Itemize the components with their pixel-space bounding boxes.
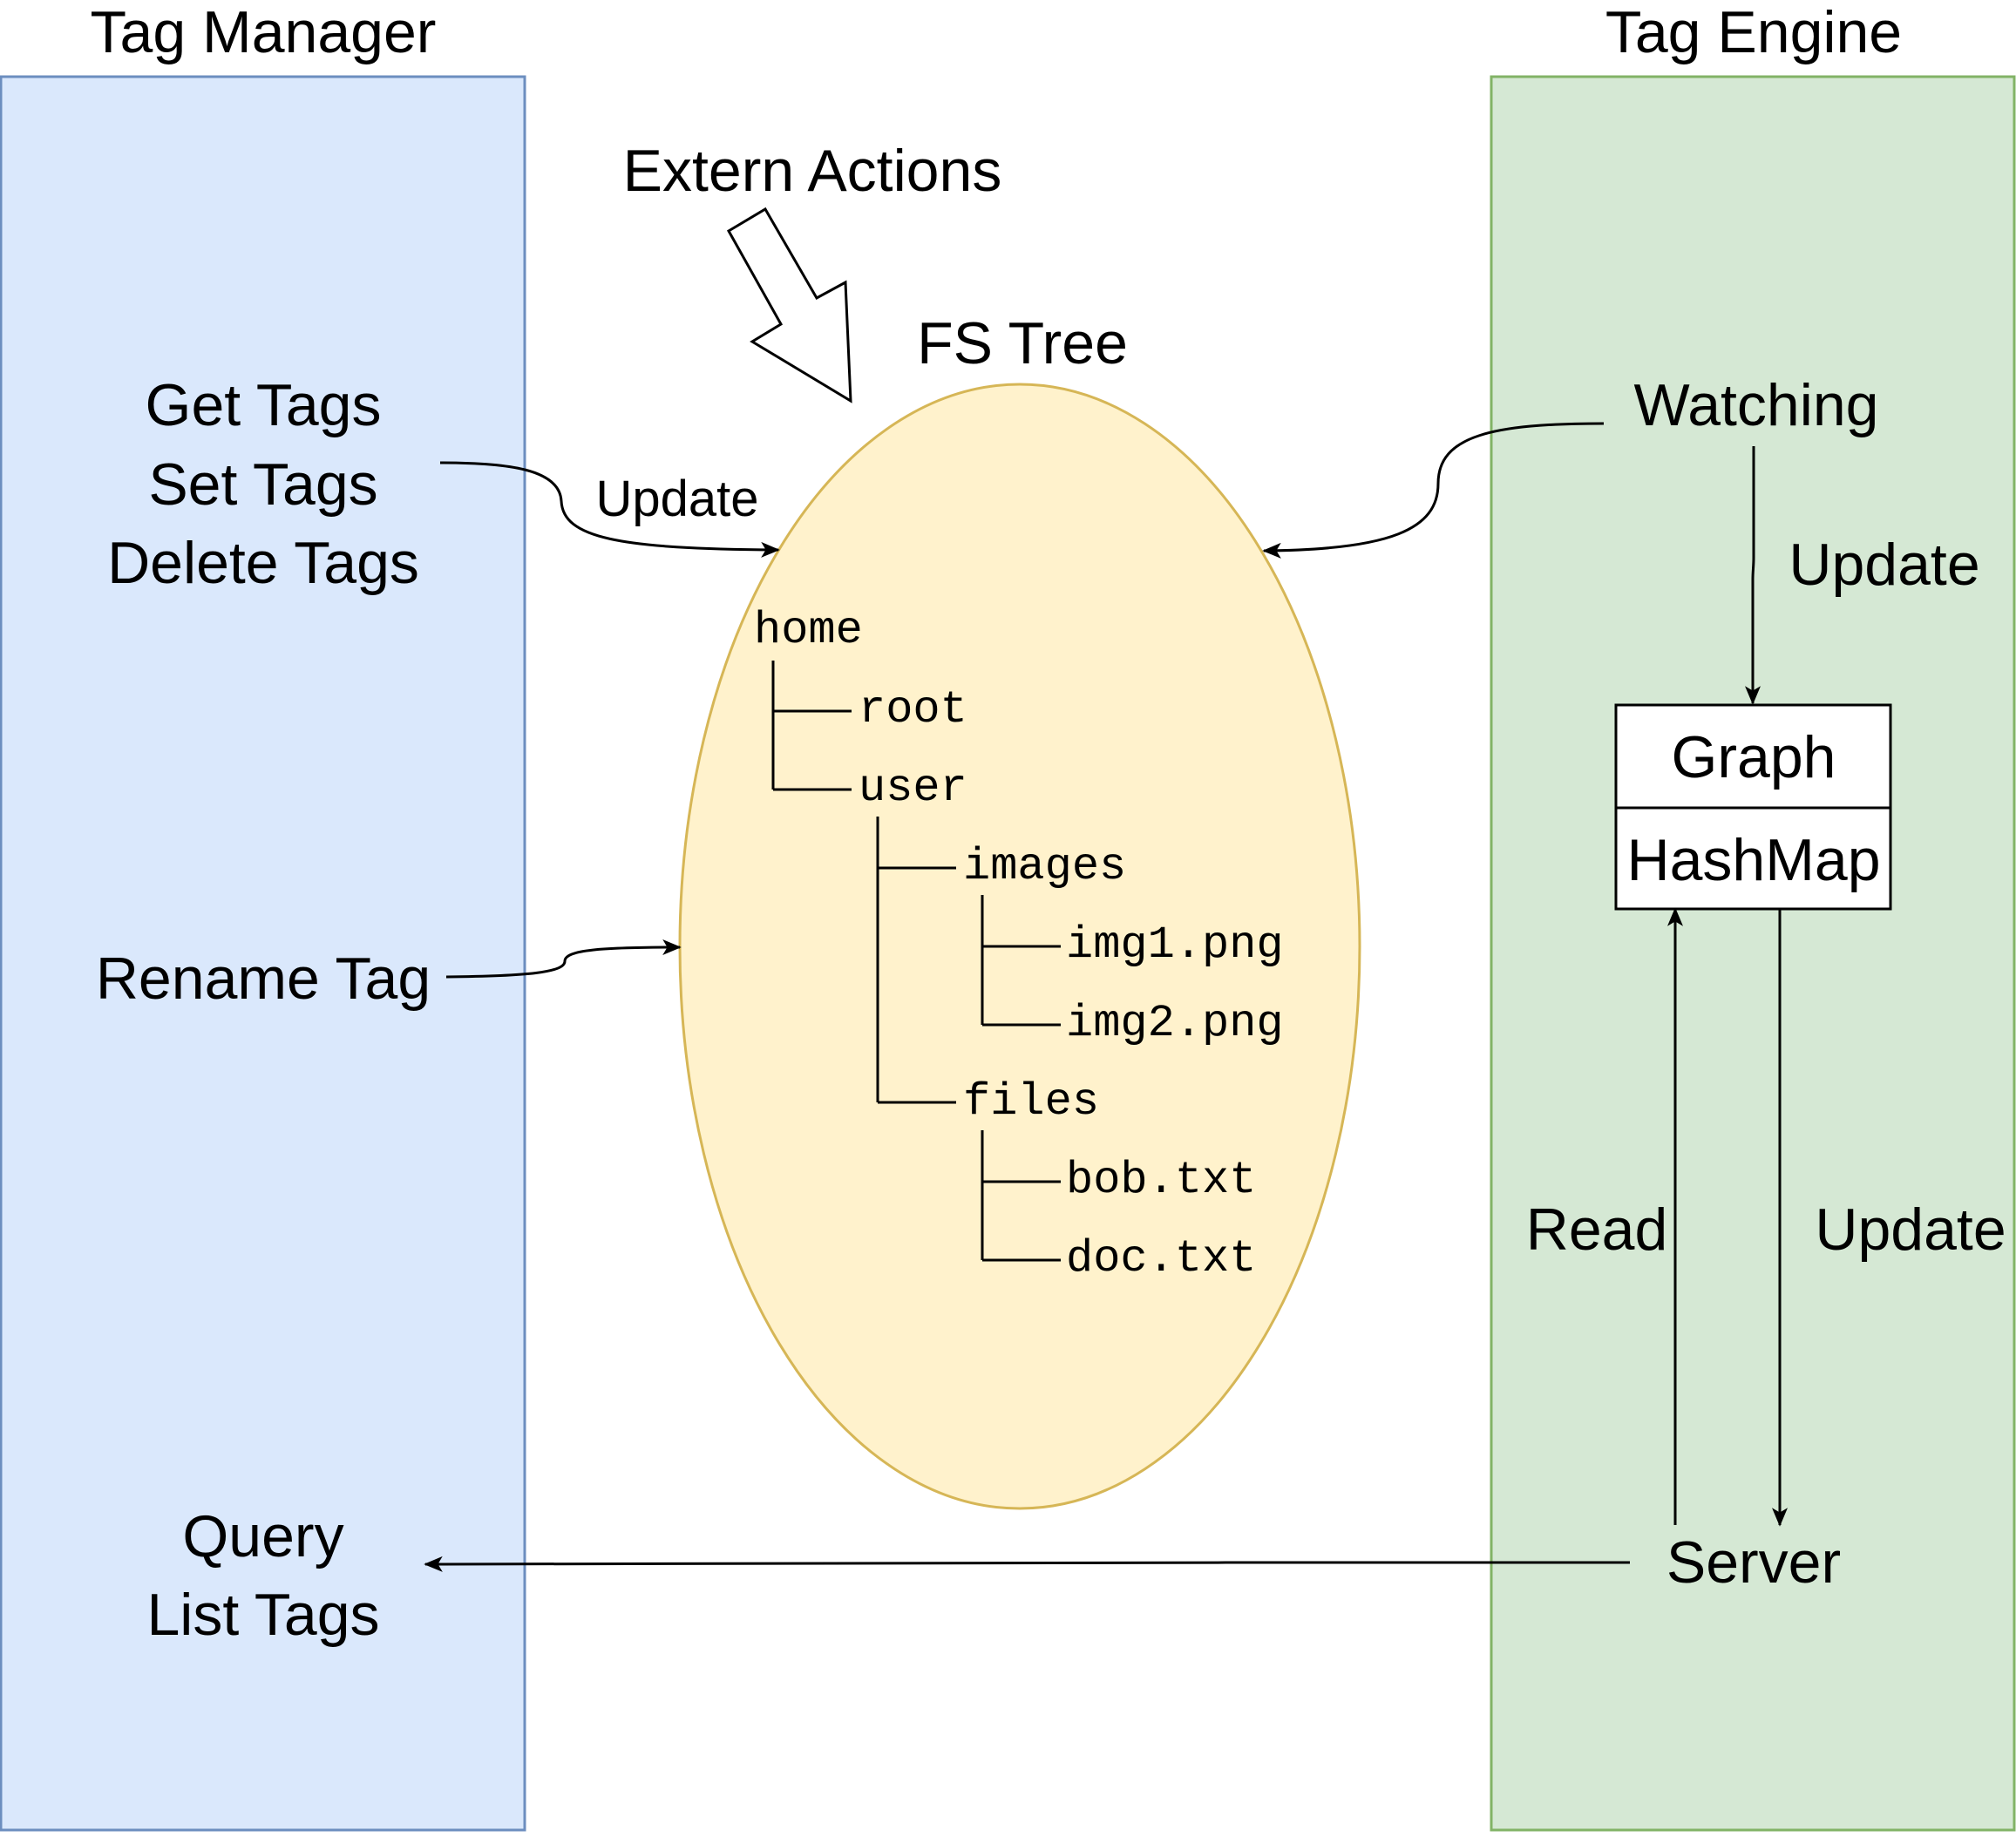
hashmap-box	[1614, 806, 1892, 911]
tree-node-images: images	[963, 841, 1126, 892]
rename-arrow	[445, 939, 682, 979]
tree-node-user: user	[859, 763, 967, 814]
tags-update-arrow	[439, 461, 780, 558]
read-label: Read	[1526, 1196, 1668, 1263]
tree-node-doc: doc.txt	[1066, 1233, 1256, 1285]
tree-node-img1: img1.png	[1066, 919, 1284, 971]
server-label: Server	[1666, 1529, 1841, 1596]
hashmap-label: HashMap	[1626, 827, 1880, 893]
update-bottom-label: Update	[1815, 1196, 2006, 1263]
rename-tag-label: Rename Tag	[96, 946, 431, 1012]
server-to-query-arrow	[424, 1556, 1631, 1572]
tree-node-img2: img2.png	[1066, 998, 1284, 1049]
watching-label: Watching	[1634, 372, 1879, 438]
tag-engine-panel	[1490, 75, 2016, 1832]
query-label: Query	[182, 1503, 343, 1569]
watching-update-tree-arrow	[1262, 422, 1605, 559]
extern-actions-label: Extern Actions	[623, 138, 1002, 204]
delete-tags-label: Delete Tags	[107, 530, 419, 596]
tag-engine-title: Tag Engine	[1605, 0, 1902, 65]
tree-node-files: files	[963, 1076, 1099, 1128]
tag-manager-title: Tag Manager	[91, 0, 437, 65]
tree-connectors	[771, 661, 1061, 1262]
extern-actions-arrow	[726, 207, 852, 403]
get-tags-label: Get Tags	[146, 372, 382, 438]
tag-manager-panel	[0, 75, 526, 1832]
update-arrow-label: Update	[595, 471, 758, 527]
graph-label: Graph	[1672, 724, 1836, 790]
fs-tree-title: FS Tree	[917, 310, 1128, 376]
tree-node-root: root	[859, 684, 967, 735]
update-top-label: Update	[1789, 532, 1979, 598]
set-tags-label: Set Tags	[148, 451, 377, 518]
graph-box	[1614, 703, 1892, 810]
tree-node-bob: bob.txt	[1066, 1155, 1256, 1206]
watching-to-graph-arrow	[1745, 446, 1761, 705]
list-tags-label: List Tags	[146, 1582, 379, 1648]
tree-node-home: home	[754, 605, 863, 656]
